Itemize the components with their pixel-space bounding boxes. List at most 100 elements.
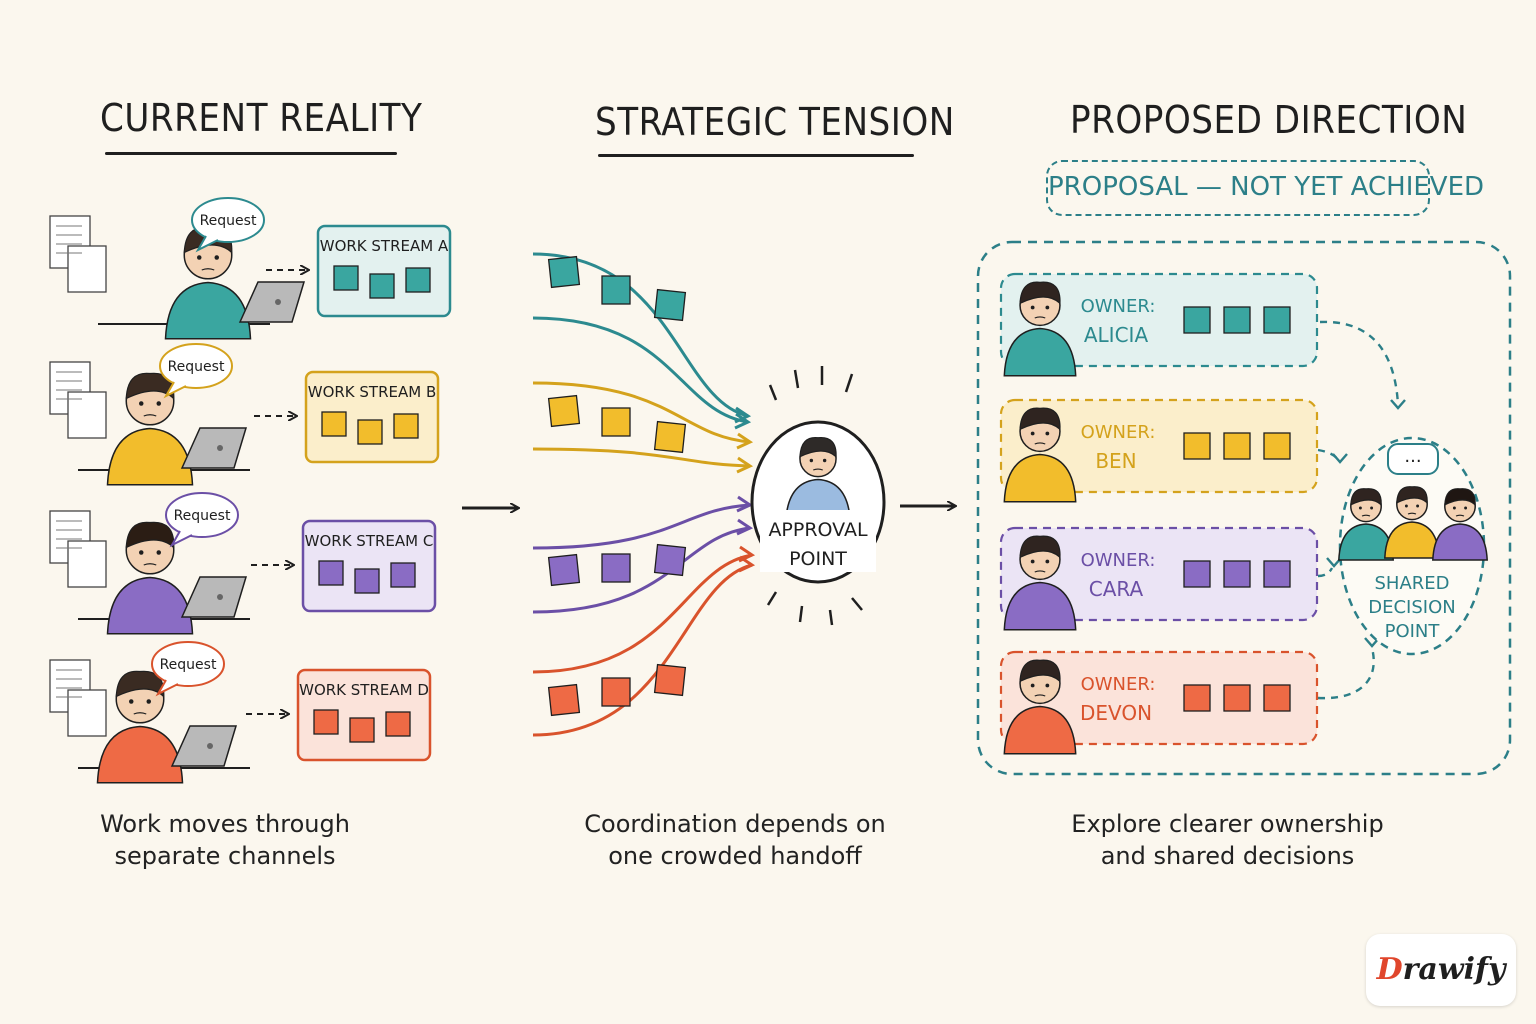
- hair-shape: [1019, 659, 1061, 683]
- mouth-shape: [1034, 570, 1046, 573]
- caption-line: and shared decisions: [1100, 842, 1355, 870]
- heading-underline: [598, 154, 914, 157]
- hair-shape: [1396, 486, 1428, 505]
- task-card: [313, 709, 339, 735]
- owner-name: DEVON: [1080, 701, 1152, 725]
- owner-prefix: OWNER:: [1081, 422, 1156, 443]
- mouth-shape: [1034, 316, 1046, 319]
- task-card: [601, 407, 631, 437]
- proposal-region: [976, 240, 1512, 776]
- flow-arrow: [532, 252, 749, 418]
- task-card: [385, 711, 411, 737]
- mouth-shape: [1034, 442, 1046, 445]
- owner-prefix: OWNER:: [1081, 550, 1156, 571]
- owner-row: [999, 398, 1319, 494]
- speech-dots: ...: [1404, 446, 1421, 467]
- heading-strategic-tension: STRATEGIC TENSION: [595, 100, 955, 144]
- dashed-connector: [1317, 448, 1340, 461]
- laptop-icon: [180, 427, 248, 469]
- caption-line: Work moves through: [100, 810, 350, 838]
- work-stream-label: WORK STREAM C: [305, 532, 434, 550]
- owner-name: ALICIA: [1084, 323, 1149, 347]
- proposal-badge: PROPOSAL — NOT YET ACHIEVED: [1046, 160, 1484, 216]
- eye-shape: [1045, 431, 1050, 436]
- dashed-connector-head: [1332, 453, 1348, 464]
- eye-shape: [1370, 506, 1374, 510]
- task-card: [1223, 306, 1251, 334]
- approval-label: APPROVAL: [768, 519, 868, 541]
- dashed-connector: [1319, 320, 1400, 406]
- laptop-icon: [170, 725, 238, 767]
- document-icon: [67, 689, 107, 737]
- shirt-shape: [1003, 453, 1077, 503]
- hair-shape: [1019, 407, 1061, 431]
- task-card: [1263, 306, 1291, 334]
- eye-shape: [1404, 504, 1408, 508]
- laptop-logo: [207, 743, 213, 749]
- speech-bubble-tail: [155, 679, 179, 697]
- shared-decision-label: SHARED: [1374, 573, 1449, 594]
- flow-arrowhead: [738, 555, 756, 573]
- work-stream-box: [316, 224, 452, 318]
- approval-label-bg: [760, 510, 876, 572]
- mouth-shape: [143, 414, 157, 417]
- task-card: [357, 419, 383, 445]
- eye-shape: [1464, 506, 1468, 510]
- drawify-logo: Drawify: [1366, 934, 1516, 1006]
- eye-shape: [1045, 683, 1050, 688]
- task-card: [369, 273, 395, 299]
- emphasis-stroke: [766, 591, 778, 606]
- eye-shape: [1030, 559, 1035, 564]
- owner-prefix: OWNER:: [1081, 296, 1156, 317]
- shirt-shape: [1003, 327, 1077, 377]
- eye-shape: [139, 550, 144, 555]
- emphasis-stroke: [793, 369, 800, 389]
- flow-arrow: [532, 553, 753, 674]
- laptop-icon: [238, 281, 306, 323]
- shirt-shape: [96, 725, 184, 784]
- task-card: [653, 288, 687, 322]
- mouth-shape: [1455, 514, 1465, 517]
- flow-arrow: [532, 503, 751, 550]
- eye-shape: [214, 255, 219, 260]
- task-card: [601, 275, 631, 305]
- work-stream-box: [296, 668, 432, 762]
- flow-arrow: [532, 447, 751, 468]
- owner-avatar: [1003, 659, 1077, 755]
- flow-arrowhead: [736, 518, 754, 536]
- eye-shape: [139, 401, 144, 406]
- mouth-shape: [133, 712, 147, 715]
- task-card: [354, 568, 380, 594]
- laptop-icon: [180, 576, 248, 618]
- owner-prefix: OWNER:: [1081, 674, 1156, 695]
- task-card: [547, 553, 581, 587]
- flow-arrowhead: [734, 412, 752, 430]
- task-card: [405, 267, 431, 293]
- task-card: [653, 543, 687, 577]
- caption-proposed-direction: Explore clearer ownership and shared dec…: [1060, 808, 1395, 872]
- owner-name: BEN: [1095, 449, 1136, 473]
- emphasis-stroke: [828, 609, 834, 626]
- dashed-connector: [1317, 567, 1334, 578]
- team-member-figure: [1432, 488, 1488, 561]
- work-stream-label: WORK STREAM A: [320, 237, 449, 255]
- speech-bubble-tail: [195, 235, 219, 253]
- work-stream-label: WORK STREAM B: [308, 383, 437, 401]
- caption-line: separate channels: [114, 842, 336, 870]
- team-member-figure: [1384, 486, 1440, 559]
- flow-arrow: [532, 563, 753, 737]
- document-icon: [67, 540, 107, 588]
- emphasis-stroke: [798, 605, 804, 623]
- hair-shape: [125, 521, 175, 549]
- logo-rest: rawify: [1402, 952, 1506, 987]
- caption-strategic-tension: Coordination depends on one crowded hand…: [570, 808, 900, 872]
- eye-shape: [809, 458, 814, 463]
- owner-row: [999, 272, 1319, 368]
- emphasis-stroke: [851, 597, 863, 611]
- laptop-logo: [217, 594, 223, 600]
- eye-shape: [1452, 506, 1456, 510]
- dashed-connector-head: [1364, 637, 1380, 648]
- task-card: [1263, 684, 1291, 712]
